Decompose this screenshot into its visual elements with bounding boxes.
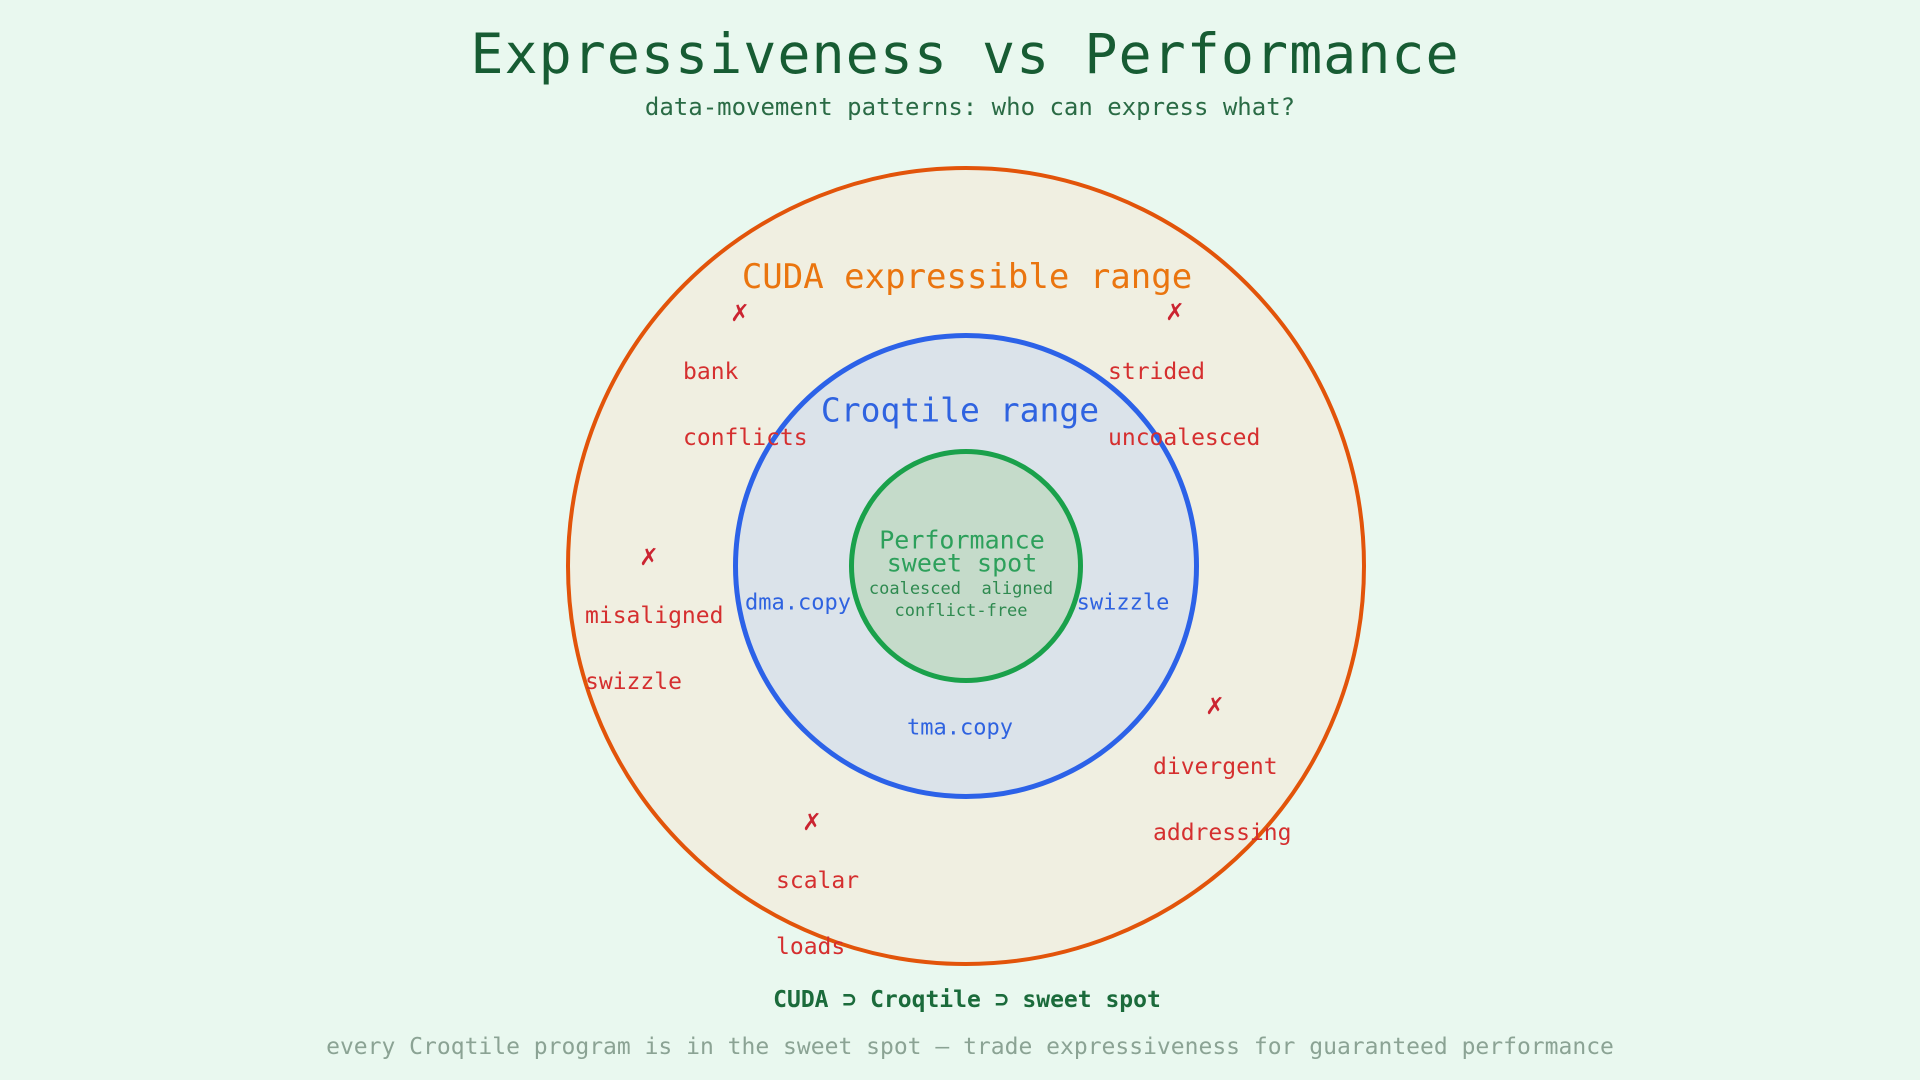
x-mark-icon: ✗ <box>1206 687 1224 721</box>
croqtile-item-tma-copy: tma.copy <box>907 715 1013 741</box>
anti-pattern-line: uncoalesced <box>1108 425 1261 451</box>
croqtile-item-swizzle: swizzle <box>1076 590 1170 616</box>
sweet-spot-label-line1: Performance <box>879 525 1045 555</box>
sweet-spot-circle <box>849 449 1083 683</box>
anti-pattern-line: strided <box>1108 359 1205 385</box>
anti-pattern-line: bank <box>683 359 739 385</box>
anti-pattern-line: loads <box>776 934 846 960</box>
anti-pattern-line: conflicts <box>683 425 808 451</box>
anti-pattern-bank-conflicts: bank conflicts <box>683 317 808 493</box>
anti-pattern-line: misaligned <box>585 603 724 629</box>
cuda-range-label: CUDA expressible range <box>741 257 1193 297</box>
anti-pattern-scalar-loads: scalar loads <box>776 826 859 1002</box>
anti-pattern-line: swizzle <box>585 669 682 695</box>
anti-pattern-misaligned-swizzle: misaligned swizzle <box>585 561 723 737</box>
croqtile-range-label: Croqtile range <box>820 390 1100 430</box>
sweet-spot-tags-line1: coalesced aligned <box>868 579 1054 599</box>
anti-pattern-line: scalar <box>776 868 860 894</box>
anti-pattern-line: divergent <box>1153 754 1278 780</box>
anti-pattern-line: addressing <box>1153 820 1292 846</box>
subset-relation-formula: CUDA ⊃ Croqtile ⊃ sweet spot <box>773 987 1161 1013</box>
page-subtitle: data-movement patterns: who can express … <box>644 93 1296 121</box>
footer-caption: every Croqtile program is in the sweet s… <box>326 1034 1614 1060</box>
sweet-spot-label-line2: sweet spot <box>886 548 1038 578</box>
page-title: Expressiveness vs Performance <box>470 22 1460 86</box>
x-mark-icon: ✗ <box>640 538 658 572</box>
sweet-spot-tags-line2: conflict-free <box>894 601 1028 621</box>
x-mark-icon: ✗ <box>731 294 749 328</box>
anti-pattern-divergent-addressing: divergent addressing <box>1153 712 1291 888</box>
anti-pattern-strided-uncoalesced: strided uncoalesced <box>1108 317 1260 493</box>
croqtile-item-dma-copy: dma.copy <box>745 590 851 616</box>
x-mark-icon: ✗ <box>1166 293 1184 327</box>
x-mark-icon: ✗ <box>803 803 821 837</box>
